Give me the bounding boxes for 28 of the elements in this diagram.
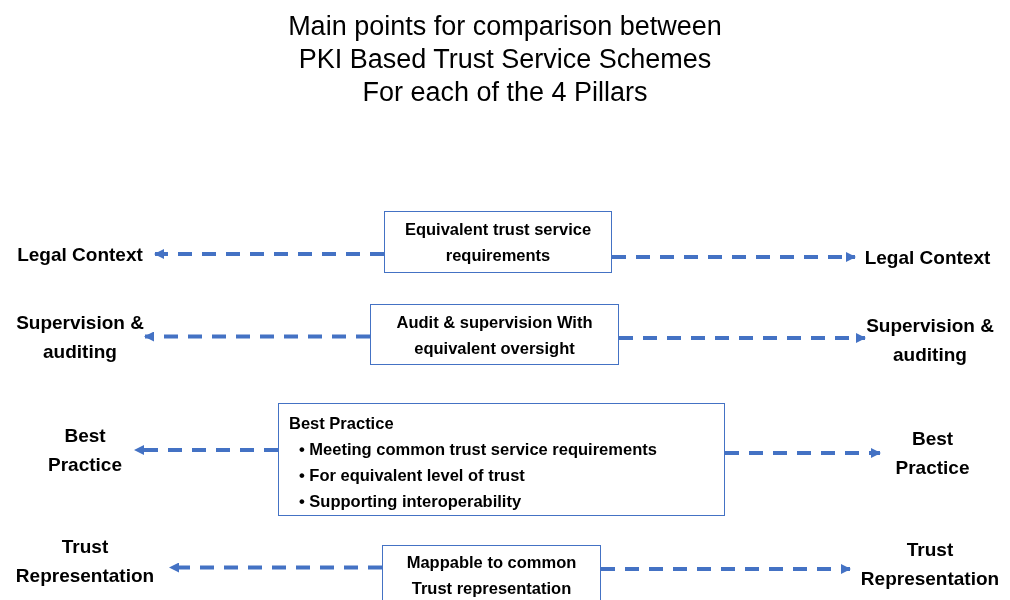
pillar-label: Legal Context (855, 242, 1000, 272)
dashed-arrow (154, 249, 384, 259)
dashed-arrow (619, 333, 866, 343)
box-heading: Best Practice (289, 413, 395, 434)
dashed-arrow (169, 562, 382, 573)
dashed-arrow (134, 445, 278, 455)
text-box (382, 545, 601, 600)
pillar-label: Supervision & auditing (865, 311, 995, 369)
pillar-label: Best Practice (35, 421, 135, 479)
box-text: Mappable to common Trust representation (405, 552, 578, 599)
box-text: Equivalent trust service requirements (403, 219, 593, 266)
dashed-arrow (601, 564, 851, 574)
text-box (384, 211, 612, 273)
text-box (278, 403, 725, 516)
pillar-label: Supervision & auditing (15, 308, 145, 366)
pillar-label: Best Practice (880, 424, 985, 482)
dashed-arrow (725, 448, 881, 458)
pillar-label: Legal Context (5, 239, 155, 269)
bullet-item: • For equivalent level of trust (299, 465, 526, 486)
dashed-arrow (612, 252, 856, 262)
bullet-item: • Supporting interoperability (299, 491, 523, 512)
diagram-title: Main points for comparison between PKI Based Trust Service Schemes For each of the 4 Pillars (287, 10, 723, 109)
bullet-item: • Meeting common trust service requirements (299, 439, 658, 460)
pillar-label: Trust Representation (850, 535, 1010, 593)
pillar-label: Trust Representation (0, 532, 170, 590)
dashed-arrow (144, 331, 370, 342)
text-box (370, 304, 619, 365)
box-text: Audit & supervision With equivalent oversight (395, 311, 594, 359)
